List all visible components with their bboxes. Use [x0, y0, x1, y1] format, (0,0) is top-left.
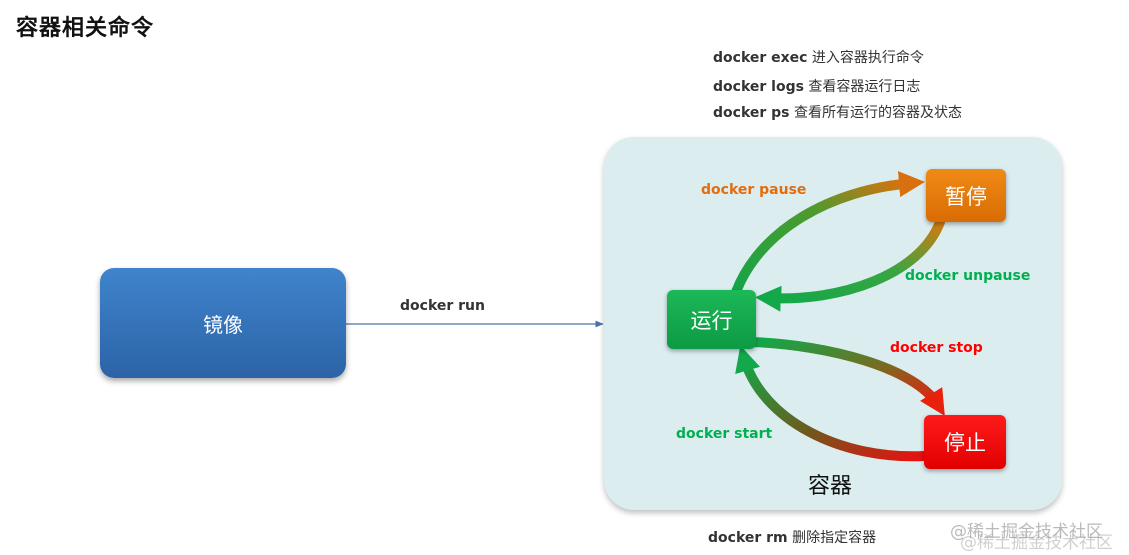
- stop-label: docker stop: [890, 340, 983, 356]
- running-state-node: 运行: [667, 290, 756, 349]
- paused-label: 暂停: [945, 184, 987, 209]
- pause-arrow: [731, 171, 925, 297]
- rm-command: docker rm: [708, 530, 788, 546]
- start-arrow: [735, 345, 929, 462]
- run-label: docker run: [400, 298, 485, 314]
- unpause-arrow: [755, 217, 945, 312]
- watermark-shadow: @稀土掘金技术社区: [960, 533, 1113, 553]
- exec-command-line: docker exec 进入容器执行命令: [713, 47, 924, 67]
- page-title: 容器相关命令: [16, 16, 155, 41]
- image-node: 镜像: [100, 268, 346, 378]
- start-label: docker start: [676, 426, 773, 442]
- rm-command-line: docker rm 删除指定容器: [708, 527, 876, 547]
- ps-command-line: docker ps 查看所有运行的容器及状态: [713, 102, 962, 122]
- logs-command: docker logs: [713, 79, 804, 95]
- ps-command: docker ps: [713, 105, 790, 121]
- watermark: @稀土掘金技术社区: [950, 522, 1103, 542]
- unpause-label: docker unpause: [905, 268, 1031, 284]
- running-label: 运行: [690, 308, 733, 333]
- exec-command: docker exec: [713, 50, 808, 66]
- logs-command-line: docker logs 查看容器运行日志: [713, 76, 920, 96]
- rm-description: 删除指定容器: [792, 530, 877, 546]
- paused-state-node: 暂停: [926, 169, 1006, 222]
- ps-description: 查看所有运行的容器及状态: [793, 105, 962, 121]
- stopped-state-node: 停止: [924, 415, 1006, 469]
- image-label: 镜像: [203, 312, 243, 337]
- logs-description: 查看容器运行日志: [808, 79, 921, 95]
- container-label: 容器: [808, 474, 853, 499]
- stopped-label: 停止: [944, 431, 986, 455]
- exec-description: 进入容器执行命令: [811, 50, 924, 66]
- pause-label: docker pause: [701, 182, 807, 198]
- stop-arrow: [747, 337, 945, 417]
